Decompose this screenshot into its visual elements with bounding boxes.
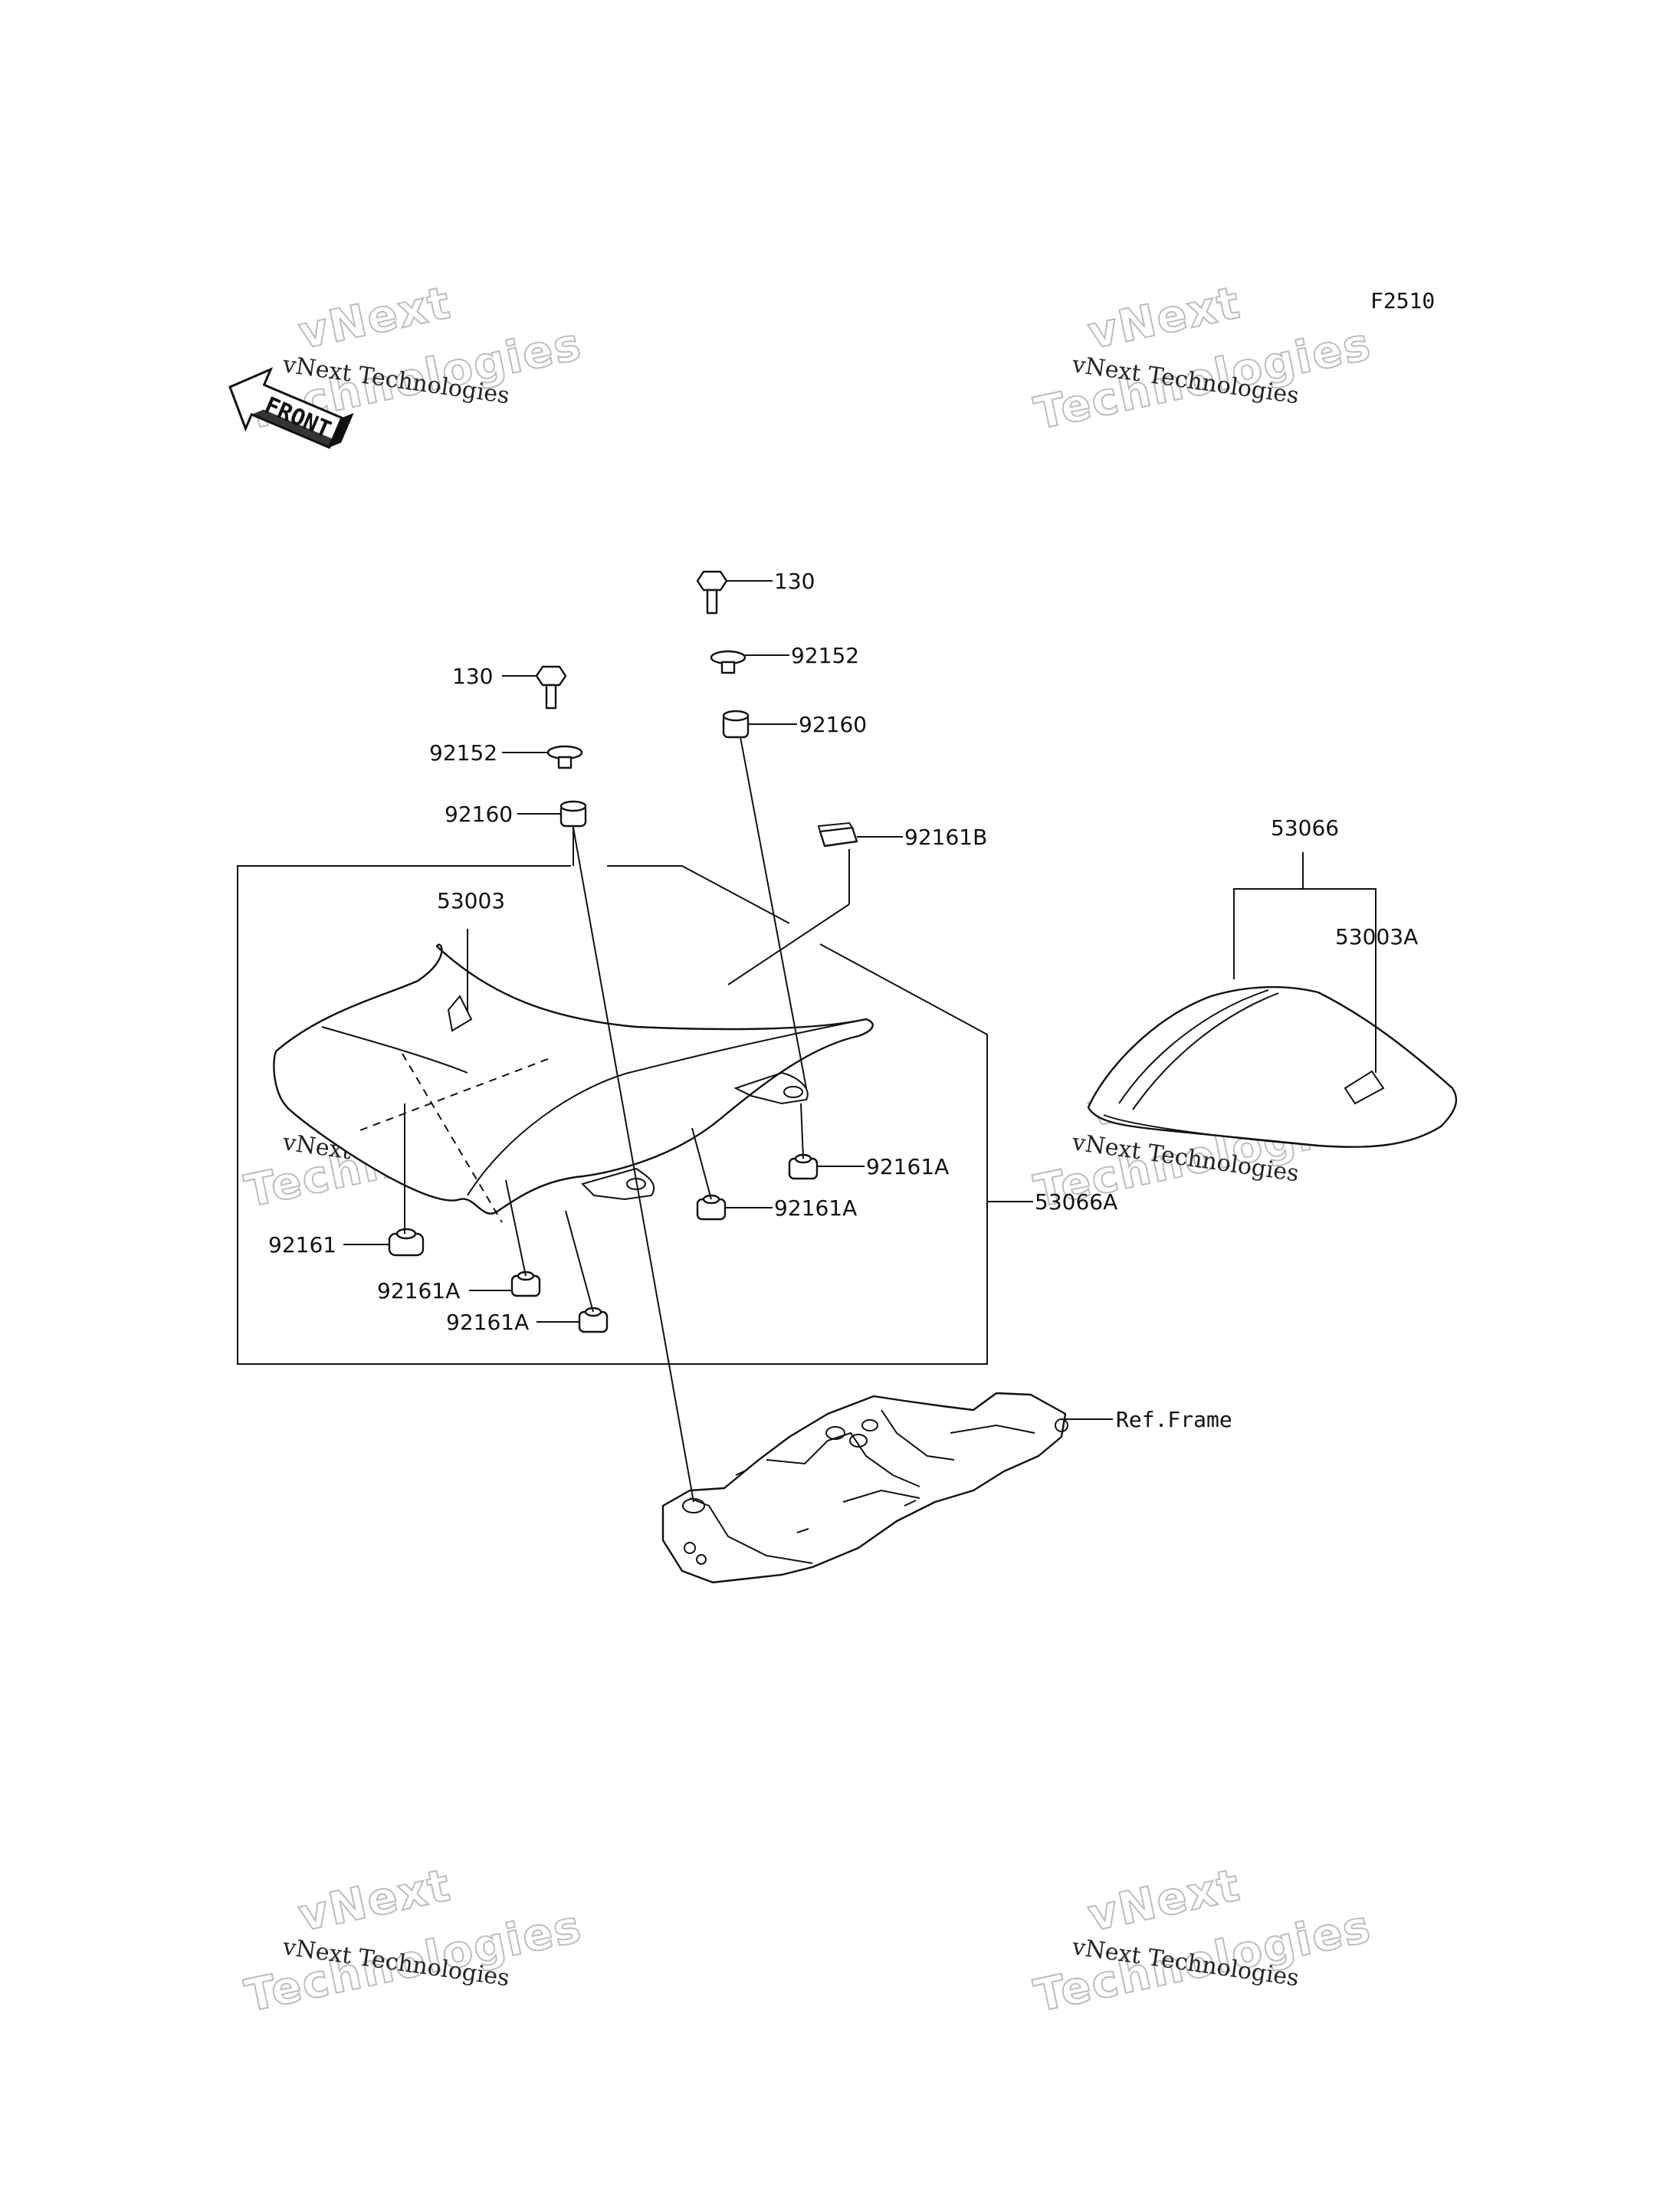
- front-arrow-icon: FRONT: [228, 367, 354, 449]
- rear-frame: [661, 1392, 1068, 1584]
- callout-leaders: [343, 580, 1376, 1420]
- callout-damper-a2: 92161A: [774, 1195, 857, 1221]
- damper-right-icon: [722, 710, 750, 739]
- callout-damper-left: 92160: [445, 802, 513, 827]
- callout-frame-ref: Ref.Frame: [1116, 1407, 1232, 1432]
- damper-left-icon: [559, 800, 587, 828]
- watermark-vnext-text: vNext: [294, 1858, 456, 1941]
- callout-damper-a4: 92161A: [446, 1310, 529, 1335]
- callout-damper-a1: 92161A: [866, 1154, 949, 1179]
- callout-seat-assy-front: 53066A: [1035, 1189, 1117, 1215]
- rear-seat: [1087, 985, 1458, 1148]
- callout-washer-left: 92152: [429, 740, 497, 766]
- watermark-vnext-text: vNext: [1084, 276, 1245, 359]
- seat-tag-icon: [1344, 1070, 1385, 1105]
- callout-washer-right: 92152: [791, 643, 859, 668]
- seat-kit-box-outline-top: [607, 865, 790, 924]
- stopper-b-icon: [817, 821, 858, 848]
- callout-damper-a3: 92161A: [377, 1278, 460, 1303]
- callout-damper-plain: 92161: [268, 1232, 336, 1258]
- front-seat: [273, 943, 874, 1223]
- bolt-right-icon: [696, 570, 728, 615]
- callout-damper-right: 92160: [799, 712, 867, 737]
- watermark-top-right: vNext Technologies vNext Technologies: [1029, 275, 1376, 440]
- bolt-left-icon: [535, 665, 567, 710]
- callout-seat-assy-rear: 53066: [1271, 815, 1339, 841]
- watermark-vnext-text: vNext: [1084, 1858, 1245, 1941]
- washer-left-sleeve: [557, 756, 573, 769]
- damper-plain-icon: [388, 1228, 425, 1257]
- diagram-code: F2510: [1370, 288, 1435, 313]
- watermark-bottom-right: vNext Technologies vNext Technologies: [1029, 1858, 1376, 2022]
- washer-right-sleeve: [720, 661, 736, 674]
- watermark-bottom-left: vNext Technologies vNext Technologies: [240, 1858, 587, 2022]
- callout-seat-front: 53003: [437, 888, 505, 913]
- callout-bolt-left: 130: [452, 664, 493, 689]
- callout-bolt-right: 130: [774, 569, 815, 594]
- callout-seat-rear: 53003A: [1335, 924, 1418, 949]
- callout-stopper-b: 92161B: [904, 825, 987, 850]
- seat-tag-icon: [447, 995, 473, 1032]
- seat-kit-box-outline: [237, 865, 988, 1365]
- assembly-lines: [404, 736, 850, 1503]
- watermark-vnext-text: vNext: [294, 276, 456, 359]
